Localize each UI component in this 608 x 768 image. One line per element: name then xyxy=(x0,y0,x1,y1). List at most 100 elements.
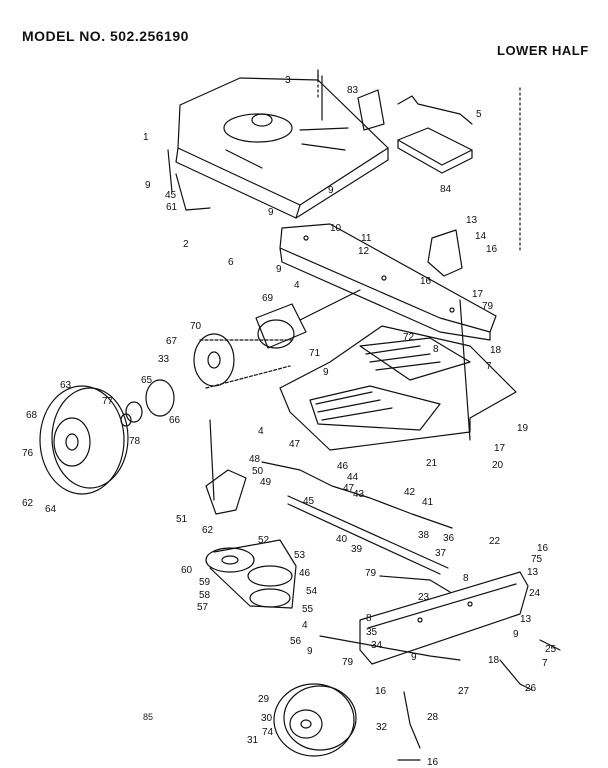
callout-69: 69 xyxy=(262,293,274,304)
callout-65: 65 xyxy=(141,375,153,386)
callout-36: 36 xyxy=(443,533,455,544)
electric-motor xyxy=(255,289,361,349)
left-wheel xyxy=(39,385,129,495)
callout-62: 62 xyxy=(22,498,34,509)
front-axle-frame xyxy=(359,571,529,665)
callout-10: 10 xyxy=(330,223,342,234)
callout-7: 7 xyxy=(542,658,548,669)
callout-79: 79 xyxy=(482,301,494,312)
callout-17: 17 xyxy=(472,289,484,300)
callout-9: 9 xyxy=(513,629,519,640)
callout-74: 74 xyxy=(262,727,274,738)
callout-33: 33 xyxy=(158,354,170,365)
callout-23: 23 xyxy=(418,592,430,603)
callout-8: 8 xyxy=(463,573,469,584)
callout-60: 60 xyxy=(181,565,193,576)
callout-3: 3 xyxy=(285,75,291,86)
callout-62: 62 xyxy=(202,525,214,536)
callout-9: 9 xyxy=(323,367,329,378)
model-number: MODEL NO. 502.256190 xyxy=(22,28,189,44)
callout-72: 72 xyxy=(403,332,415,343)
callout-13: 13 xyxy=(466,215,478,226)
callout-45: 45 xyxy=(165,190,177,201)
callout-18: 18 xyxy=(488,655,500,666)
callout-29: 29 xyxy=(258,694,270,705)
callout-27: 27 xyxy=(458,686,470,697)
main-frame-rail xyxy=(279,223,497,341)
section-title: LOWER HALF xyxy=(497,43,589,58)
callout-8: 8 xyxy=(433,344,439,355)
callout-4: 4 xyxy=(302,620,308,631)
callout-78: 78 xyxy=(129,436,141,447)
pulley-assembly xyxy=(205,539,297,609)
front-wheel xyxy=(273,683,357,757)
callout-22: 22 xyxy=(489,536,501,547)
callout-46: 46 xyxy=(299,568,311,579)
callout-46: 46 xyxy=(337,461,349,472)
callout-13: 13 xyxy=(527,567,539,578)
callout-21: 21 xyxy=(426,458,438,469)
callout-77: 77 xyxy=(102,396,114,407)
callout-11: 11 xyxy=(361,233,372,244)
callout-9: 9 xyxy=(328,185,334,196)
callout-32: 32 xyxy=(376,722,388,733)
callout-35: 35 xyxy=(366,627,378,638)
callout-25: 25 xyxy=(545,644,557,655)
callout-71: 71 xyxy=(309,348,321,359)
callout-31: 31 xyxy=(247,735,259,746)
callout-63: 63 xyxy=(60,380,72,391)
callout-54: 54 xyxy=(306,586,318,597)
callout-16: 16 xyxy=(420,276,432,287)
page-number: 85 xyxy=(143,712,154,722)
callout-70: 70 xyxy=(190,321,202,332)
callout-57: 57 xyxy=(197,602,209,613)
callout-64: 64 xyxy=(45,504,57,515)
callout-39: 39 xyxy=(351,544,363,555)
callout-30: 30 xyxy=(261,713,273,724)
callout-79: 79 xyxy=(342,657,354,668)
callout-17: 17 xyxy=(494,443,506,454)
callout-9: 9 xyxy=(276,264,282,275)
callout-75: 75 xyxy=(531,554,543,565)
callout-9: 9 xyxy=(145,180,151,191)
callout-43: 43 xyxy=(353,489,365,500)
drive-sprocket xyxy=(193,333,293,389)
callout-66: 66 xyxy=(169,415,181,426)
callout-59: 59 xyxy=(199,577,211,588)
callout-34: 34 xyxy=(371,640,383,651)
callout-5: 5 xyxy=(476,109,482,120)
callout-16: 16 xyxy=(427,757,439,768)
callout-76: 76 xyxy=(22,448,34,459)
callout-41: 41 xyxy=(422,497,434,508)
callout-48: 48 xyxy=(249,454,261,465)
callout-1: 1 xyxy=(143,132,149,143)
callout-16: 16 xyxy=(486,244,498,255)
callout-12: 12 xyxy=(358,246,370,257)
callout-9: 9 xyxy=(307,646,313,657)
callout-42: 42 xyxy=(404,487,416,498)
storage-tray xyxy=(397,127,473,174)
callout-19: 19 xyxy=(517,423,529,434)
callout-28: 28 xyxy=(427,712,439,723)
callout-9: 9 xyxy=(411,652,417,663)
callout-55: 55 xyxy=(302,604,314,615)
callout-40: 40 xyxy=(336,534,348,545)
callout-13: 13 xyxy=(520,614,532,625)
callout-4: 4 xyxy=(294,280,300,291)
callout-7: 7 xyxy=(486,361,492,372)
callout-56: 56 xyxy=(290,636,302,647)
callout-8: 8 xyxy=(366,613,372,624)
callout-16: 16 xyxy=(537,543,549,554)
callout-6: 6 xyxy=(228,257,234,268)
callout-53: 53 xyxy=(294,550,306,561)
callout-51: 51 xyxy=(176,514,188,525)
callout-61: 61 xyxy=(166,202,178,213)
callout-84: 84 xyxy=(440,184,452,195)
callout-2: 2 xyxy=(183,239,189,250)
callout-18: 18 xyxy=(490,345,502,356)
callout-79: 79 xyxy=(365,568,377,579)
callout-24: 24 xyxy=(529,588,541,599)
callout-4: 4 xyxy=(258,426,264,437)
